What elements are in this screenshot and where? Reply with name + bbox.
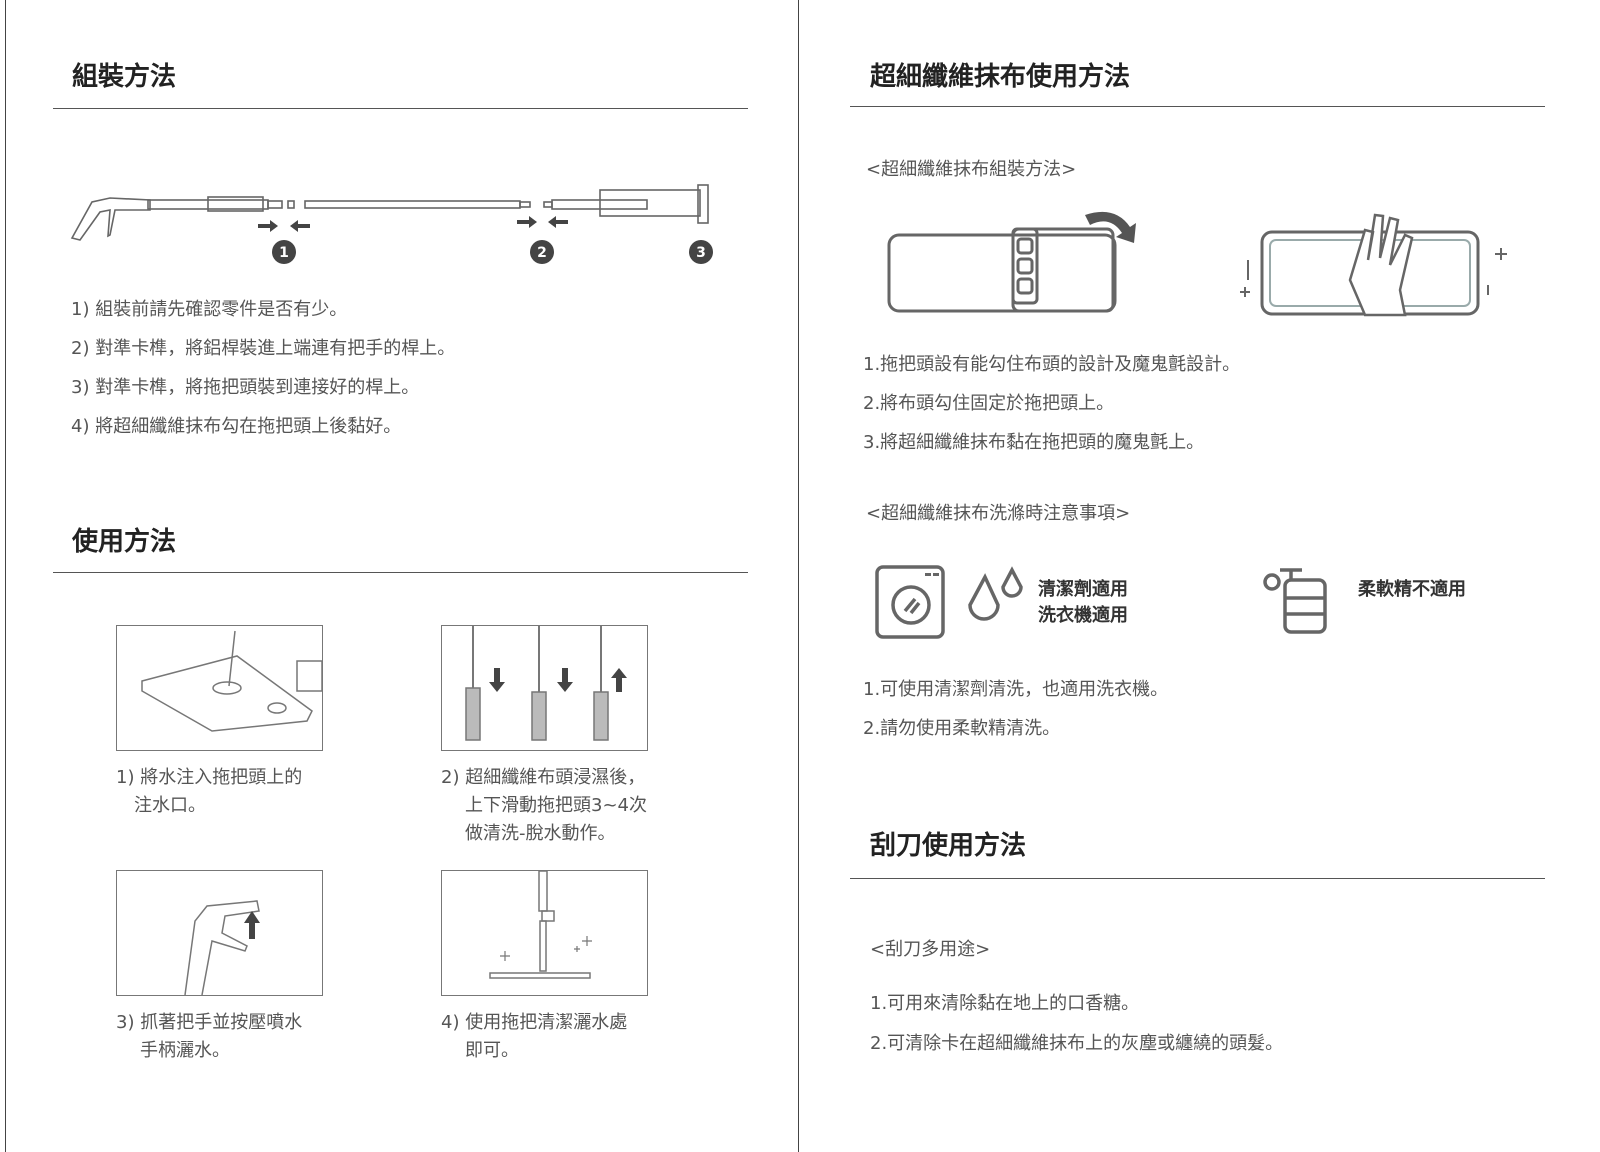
- assembly-step: 1) 組裝前請先確認零件是否有少。: [71, 299, 348, 320]
- cloth-title: 超細纖維抹布使用方法: [870, 62, 1131, 92]
- cloth-hook-illustration: [887, 211, 1136, 313]
- usage-step-4: 4) 使用拖把清潔灑水處即可。: [441, 1012, 628, 1061]
- cloth-wash-subtitle: <超細纖維抹布洗滌時注意事項>: [866, 503, 1131, 524]
- usage-title: 使用方法: [72, 527, 177, 557]
- marker-2: 2: [537, 245, 547, 261]
- step2-illustration: [441, 625, 648, 751]
- step1-illustration: [116, 625, 323, 751]
- scraper-step: 2.可清除卡在超細纖維抹布上的灰塵或纏繞的頭髮。: [870, 1033, 1284, 1054]
- divider: [850, 106, 1545, 107]
- wash-step: 1.可使用清潔劑清洗，也適用洗衣機。: [863, 679, 1169, 700]
- divider: [53, 572, 748, 573]
- assembly-title: 組裝方法: [72, 62, 177, 92]
- scraper-subtitle: <刮刀多用途>: [870, 939, 991, 960]
- wash-ok-label: 清潔劑適用洗衣機適用: [1038, 579, 1128, 626]
- step3-illustration: [116, 870, 323, 996]
- assembly-step: 4) 將超細纖維抹布勾在拖把頭上後黏好。: [71, 416, 402, 437]
- washing-machine-detergent-icon: [875, 565, 1023, 639]
- wash-step: 2.請勿使用柔軟精清洗。: [863, 718, 1061, 739]
- usage-step-2: 2) 超細纖維布頭浸濕後，上下滑動拖把頭3~4次做清洗-脫水動作。: [441, 767, 647, 844]
- assembly-step: 2) 對準卡榫，將鋁桿裝進上端連有把手的桿上。: [71, 338, 456, 359]
- divider: [850, 878, 1545, 879]
- scraper-step: 1.可用來清除黏在地上的口香糖。: [870, 993, 1140, 1014]
- divider: [53, 108, 748, 109]
- cloth-assembly-step: 1.拖把頭設有能勾住布頭的設計及魔鬼氈設計。: [863, 354, 1241, 375]
- cloth-attach-illustration: [1240, 213, 1507, 317]
- cloth-assembly-subtitle: <超細纖維抹布組裝方法>: [866, 159, 1077, 180]
- page-divider: [798, 0, 799, 1152]
- cloth-assembly-step: 3.將超細纖維抹布黏在拖把頭的魔鬼氈上。: [863, 432, 1205, 453]
- mop-assembly-illustration: 1 2 3: [70, 184, 713, 264]
- cloth-assembly-step: 2.將布頭勾住固定於拖把頭上。: [863, 393, 1115, 414]
- wash-no-label: 柔軟精不適用: [1358, 579, 1466, 600]
- usage-step-3: 3) 抓著把手並按壓噴水手柄灑水。: [116, 1012, 303, 1061]
- softener-bottle-icon: [1263, 568, 1327, 634]
- scraper-title: 刮刀使用方法: [870, 831, 1027, 861]
- assembly-step: 3) 對準卡榫，將拖把頭裝到連接好的桿上。: [71, 377, 420, 398]
- marker-1: 1: [279, 245, 289, 261]
- marker-3: 3: [696, 245, 706, 261]
- usage-step-1: 1) 將水注入拖把頭上的注水口。: [116, 767, 303, 816]
- step4-illustration: [441, 870, 648, 996]
- page-border: [5, 0, 6, 1152]
